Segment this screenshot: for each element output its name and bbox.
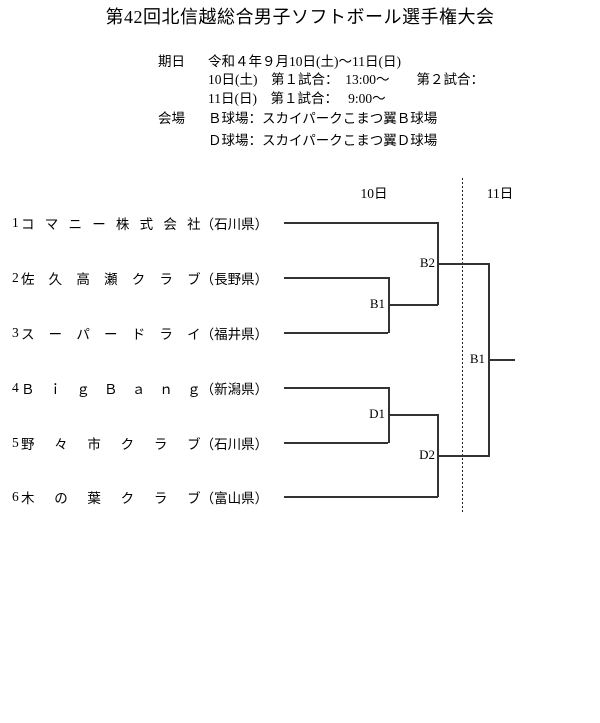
team-row-3: 3 スーパードライ （福井県） [12, 324, 269, 342]
team-prefecture: （富山県） [200, 490, 269, 506]
bracket-line-team3 [284, 332, 388, 334]
team-prefecture: （長野県） [200, 271, 269, 287]
match-label-d1: D1 [369, 406, 385, 421]
seed-number: 1 [12, 214, 19, 230]
bracket-line-team1 [284, 222, 438, 224]
venue-d: Ｄ球場：スカイパークこまつ翼Ｄ球場 [208, 133, 438, 148]
date-value: 令和４年９月10日(土)～11日(日) [208, 54, 401, 69]
date-label: 期日 [158, 54, 185, 69]
bracket-line-team2 [284, 277, 388, 279]
bracket-line-semi-bottom-outer-winner [438, 455, 489, 457]
bracket-line-semi-bottom-inner-winner [388, 414, 438, 416]
bracket-line-semi-top-inner-winner [388, 304, 438, 306]
match-label-b1-final: B1 [469, 351, 485, 366]
bracket-join-final [488, 263, 490, 457]
bracket-join-teams-2-3 [388, 277, 390, 333]
venue-b: Ｂ球場：スカイパークこまつ翼Ｂ球場 [208, 111, 438, 126]
seed-number: 3 [12, 324, 19, 340]
day2-schedule: 11日(日) 第１試合： 9:00～ [208, 91, 386, 106]
team-name: スーパードライ [20, 326, 201, 342]
team-name: 佐久高瀬クラブ [20, 271, 201, 287]
match-label-d2: D2 [419, 447, 435, 462]
team-name: 野々市クラブ [20, 436, 201, 452]
team-prefecture: （福井県） [200, 326, 269, 342]
team-name: コマニー株式会社 [20, 216, 201, 232]
team-name: 木の葉クラブ [20, 490, 201, 506]
day-header-10: 10日 [360, 186, 388, 201]
seed-number: 5 [12, 434, 19, 450]
team-prefecture: （石川県） [200, 436, 269, 452]
day-divider-dashed-line [462, 178, 463, 512]
bracket-join-teams-4-5 [388, 387, 390, 443]
day1-schedule: 10日(土) 第１試合： 13:00～ 第２試合： [208, 72, 484, 87]
bracket-line-team4 [284, 387, 388, 389]
team-row-2: 2 佐久高瀬クラブ （長野県） [12, 269, 269, 287]
bracket-join-bottom-half [437, 414, 439, 497]
day-header-11: 11日 [486, 186, 514, 201]
seed-number: 6 [12, 488, 19, 504]
team-prefecture: （石川県） [200, 216, 269, 232]
seed-number: 2 [12, 269, 19, 285]
bracket-line-semi-top-outer-winner [438, 263, 489, 265]
team-prefecture: （新潟県） [200, 381, 269, 397]
team-row-1: 1 コマニー株式会社 （石川県） [12, 214, 269, 232]
venue-label: 会場 [158, 111, 185, 126]
seed-number: 4 [12, 379, 19, 395]
bracket-line-team6 [284, 496, 438, 498]
match-label-b2: B2 [419, 255, 435, 270]
page-title: 第42回北信越総合男子ソフトボール選手権大会 [105, 7, 495, 27]
match-label-b1-semi: B1 [369, 296, 385, 311]
bracket-line-champion [488, 359, 515, 361]
bracket-join-top-half [437, 222, 439, 305]
team-row-6: 6 木の葉クラブ （富山県） [12, 488, 269, 506]
bracket-line-team5 [284, 442, 388, 444]
team-row-5: 5 野々市クラブ （石川県） [12, 434, 269, 452]
